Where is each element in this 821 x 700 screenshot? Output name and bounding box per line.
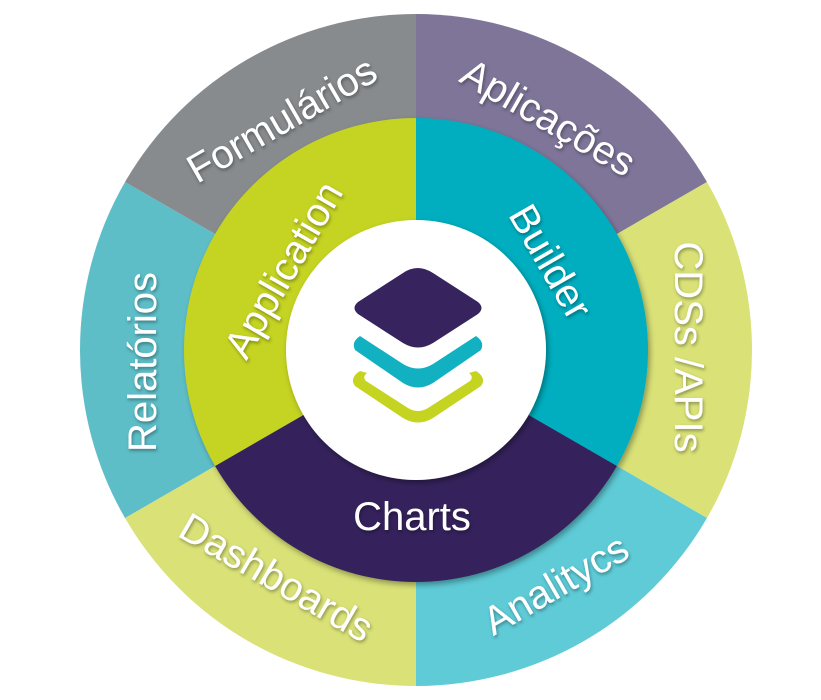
inner-label-charts: Charts: [353, 495, 471, 539]
outer-label-relatorios: Relatórios: [121, 272, 165, 452]
outer-label-cdss-apis: CDSs /APIs: [666, 241, 710, 452]
stacked-layers-icon: [352, 268, 484, 423]
center-circle: [286, 220, 546, 480]
